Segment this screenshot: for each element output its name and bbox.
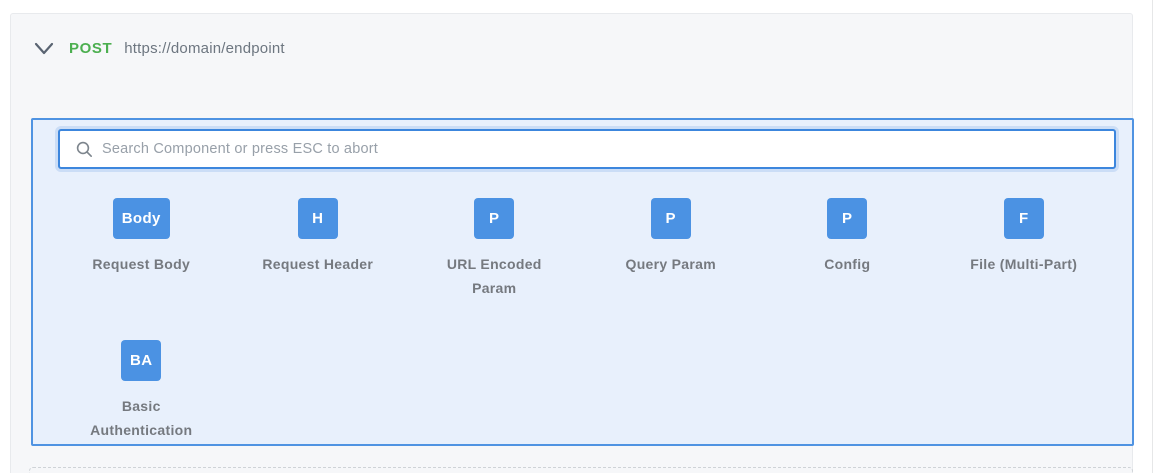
- component-label: Request Header: [262, 256, 374, 272]
- component-label: Basic Authentication: [90, 398, 193, 438]
- component-label: Request Body: [92, 256, 191, 272]
- request-body-tile-icon: Body: [112, 198, 170, 239]
- component-file-multipart[interactable]: F File (Multi-Part): [936, 198, 1113, 276]
- component-request-header[interactable]: H Request Header: [230, 198, 407, 276]
- request-header-tile-icon: H: [297, 198, 338, 239]
- request-card: POST https://domain/endpoint Body Reques…: [10, 13, 1134, 473]
- config-tile-icon: P: [827, 198, 868, 239]
- component-request-body[interactable]: Body Request Body: [53, 198, 230, 276]
- search-input[interactable]: [102, 141, 1102, 157]
- search-box[interactable]: [58, 129, 1116, 169]
- component-query-param[interactable]: P Query Param: [583, 198, 760, 276]
- request-header-row: POST https://domain/endpoint: [11, 14, 1132, 57]
- url-encoded-param-tile-icon: P: [474, 198, 515, 239]
- basic-authentication-tile-icon: BA: [121, 340, 162, 381]
- component-label: File (Multi-Part): [970, 256, 1078, 272]
- component-label: Query Param: [625, 256, 716, 272]
- drop-zone-dashed[interactable]: [29, 467, 1133, 473]
- request-url: https://domain/endpoint: [124, 40, 285, 57]
- search-icon: [76, 141, 92, 157]
- component-basic-authentication[interactable]: BA Basic Authentication: [53, 340, 230, 442]
- file-multipart-tile-icon: F: [1003, 198, 1044, 239]
- component-label: Config: [824, 256, 871, 272]
- component-label: URL Encoded Param: [446, 256, 542, 296]
- component-url-encoded-param[interactable]: P URL Encoded Param: [406, 198, 583, 300]
- component-picker-panel: Body Request Body H Request Header P URL…: [31, 118, 1134, 446]
- component-grid: Body Request Body H Request Header P URL…: [33, 198, 1132, 442]
- request-method: POST: [69, 40, 113, 57]
- chevron-down-icon[interactable]: [34, 42, 54, 56]
- query-param-tile-icon: P: [650, 198, 691, 239]
- component-config[interactable]: P Config: [759, 198, 936, 276]
- vertical-divider: [1152, 0, 1153, 473]
